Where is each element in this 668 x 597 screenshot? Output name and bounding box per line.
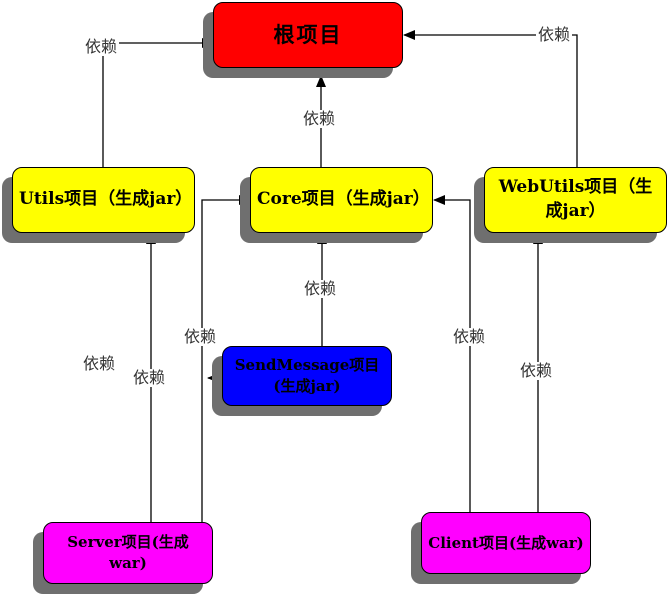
node-client-label: Client项目(生成war): [428, 533, 584, 552]
node-client: Client项目(生成war): [421, 512, 591, 574]
edge-label-sendmessage-core: 依赖: [302, 279, 339, 298]
edge-label-utils-root: 依赖: [83, 37, 120, 56]
node-webutils: WebUtils项目（生成jar）: [484, 167, 667, 233]
edge-label-server-core: 依赖: [182, 327, 219, 346]
node-utils: Utils项目（生成jar）: [12, 167, 195, 233]
edge-server-core: [201, 195, 251, 532]
node-core-label: Core项目（生成jar）: [257, 189, 430, 210]
node-core: Core项目（生成jar）: [250, 167, 433, 233]
node-server-label: Server项目(生成war): [67, 533, 189, 572]
edge-label-sendmessage-utils: 依赖: [131, 368, 168, 387]
edge-label-core-root: 依赖: [301, 109, 338, 128]
edge-client-core: [433, 195, 471, 512]
node-root: 根项目: [213, 2, 403, 68]
node-webutils-label: WebUtils项目（生成jar）: [498, 177, 653, 221]
node-server: Server项目(生成war): [43, 522, 213, 584]
node-sendmessage: SendMessage项目(生成jar): [222, 346, 392, 406]
edge-utils-root: [102, 38, 214, 167]
edge-label-webutils-root: 依赖: [536, 25, 573, 44]
edge-label-server-utils: 依赖: [81, 354, 118, 373]
node-utils-label: Utils项目（生成jar）: [19, 189, 193, 210]
node-sendmessage-label: SendMessage项目(生成jar): [234, 356, 380, 395]
node-root-label: 根项目: [273, 22, 343, 48]
edge-label-client-webutils: 依赖: [518, 361, 555, 380]
edge-webutils-root: [403, 30, 578, 167]
edge-label-client-core: 依赖: [451, 327, 488, 346]
